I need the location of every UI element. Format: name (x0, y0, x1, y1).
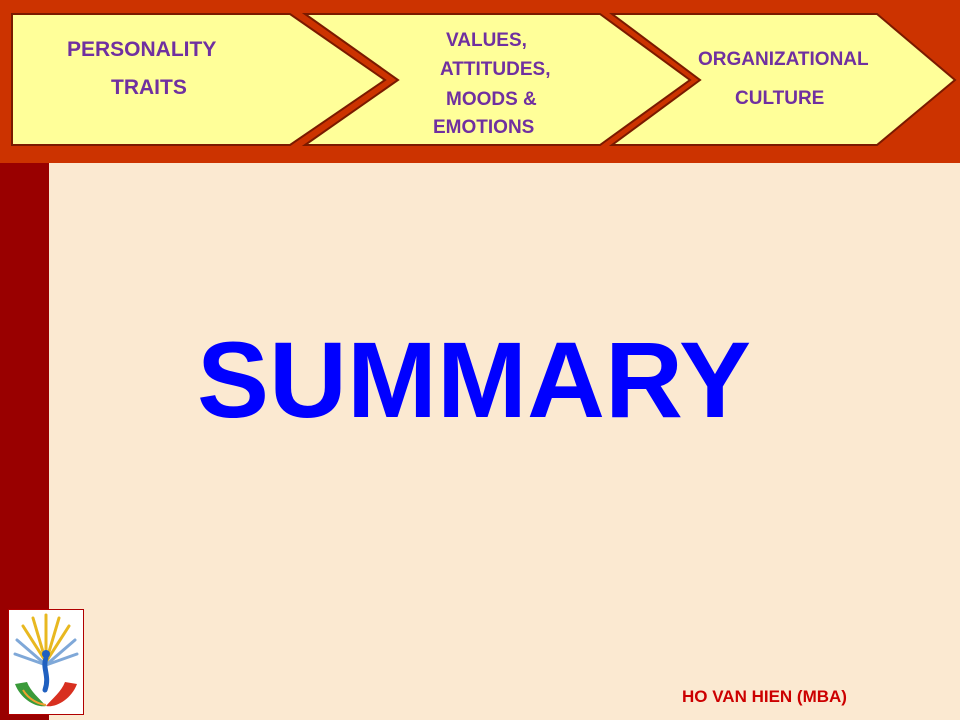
step-2-line-1: VALUES, (446, 30, 527, 51)
step-1-line-1: PERSONALITY (67, 38, 217, 61)
logo-graphic (13, 613, 79, 707)
step-2-line-4: EMOTIONS (433, 117, 535, 138)
tree-hands-logo-icon (8, 609, 84, 715)
author-credit: HO VAN HIEN (MBA) (682, 687, 847, 706)
step-3-line-2: CULTURE (735, 88, 825, 109)
chevron-step-1 (11, 13, 387, 146)
process-banner: PERSONALITY TRAITS VALUES, ATTITUDES, MO… (0, 0, 960, 163)
chevron-arrows (11, 13, 957, 146)
step-2-line-3: MOODS & (446, 89, 537, 110)
step-3-line-1: ORGANIZATIONAL (698, 49, 869, 70)
step-2-line-2: ATTITUDES, (440, 59, 551, 80)
chevron-step-3 (608, 13, 957, 146)
chevron-step-2 (301, 13, 692, 146)
slide-title: SUMMARY (197, 319, 751, 440)
step-1-line-2: TRAITS (111, 76, 187, 99)
